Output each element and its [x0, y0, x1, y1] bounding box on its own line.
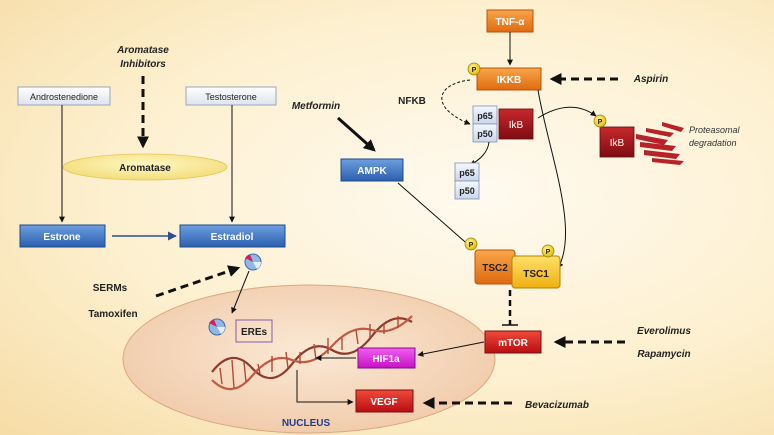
aromatase-label: Aromatase	[119, 163, 171, 174]
tsc2-label: TSC2	[482, 263, 508, 274]
ikb-bound-box	[498, 108, 534, 140]
p65-bound-label: p65	[477, 111, 493, 121]
tsc1-phospho-icon	[541, 244, 555, 258]
p65-free-label: p65	[459, 168, 475, 178]
estradiol-receptor-icon	[244, 253, 262, 271]
eres-box	[235, 319, 273, 343]
aromatase-ellipse	[62, 153, 228, 181]
aspirin-label: Aspirin	[633, 74, 668, 85]
testosterone-box	[185, 86, 277, 106]
dna-to-vegf-arrow	[296, 370, 354, 405]
ikkb-to-nfkb-dashed-arrow	[441, 79, 471, 125]
estradiol-box	[179, 224, 286, 248]
ikkb-label: IKKB	[497, 75, 521, 86]
mtor-to-hif1a-arrow	[417, 341, 485, 357]
complex-release-arrow	[469, 141, 490, 166]
serms-inhibition-arrow	[155, 265, 241, 298]
ikkb-box	[476, 67, 542, 91]
ampk-to-tsc2-arrow	[397, 182, 473, 249]
serms-label: SERMs	[93, 283, 128, 294]
mtor-label: mTOR	[498, 338, 529, 349]
vegf-box	[355, 389, 414, 413]
hif1a-label: HIF1a	[372, 354, 400, 365]
testosterone-label: Testosterone	[205, 92, 257, 102]
vegf-label: VEGF	[370, 397, 397, 408]
proteasomal-fragments-icon	[636, 122, 684, 165]
metformin-label: Metformin	[292, 101, 340, 112]
estradiol-label: Estradiol	[211, 232, 254, 243]
androstenedione-box	[17, 86, 111, 106]
ampk-label: AMPK	[357, 166, 387, 177]
ikb-degraded-box	[599, 126, 635, 158]
aromatase-inhibitors-label-line2: Inhibitors	[120, 59, 166, 70]
nfkb-label: NFKB	[398, 96, 426, 107]
estrogen-receptor-icon	[208, 318, 226, 336]
ikkb-phospho-icon	[467, 62, 481, 76]
aromatase-inhibitors-label-line1: Aromatase	[116, 45, 169, 56]
ikkb-phospho-label: P	[472, 67, 477, 74]
nucleus-label: NUCLEUS	[282, 418, 331, 429]
ikb-degraded-label: IkB	[610, 138, 625, 149]
ikb-phospho-label: P	[598, 119, 603, 126]
tsc1-label: TSC1	[523, 269, 549, 280]
ikb-phospho-icon	[593, 114, 607, 128]
ikkb-to-tsc1-arrow	[537, 89, 566, 269]
nucleus-ellipse	[122, 284, 496, 434]
bevacizumab-label: Bevacizumab	[525, 400, 589, 411]
hif1a-box	[357, 347, 416, 369]
proteasomal-label-line2: degradation	[689, 138, 737, 148]
tsc2-phospho-label: P	[469, 242, 474, 249]
mtor-box	[484, 330, 542, 354]
p50-free-label: p50	[459, 186, 475, 196]
metformin-arrow	[337, 116, 376, 152]
rapamycin-label: Rapamycin	[637, 349, 690, 360]
ikb-to-degradation-arrow	[537, 106, 597, 119]
dna-helix-icon	[211, 315, 413, 391]
ampk-box	[340, 158, 404, 182]
ikb-bound-label: IkB	[509, 120, 524, 131]
p50-bound-label: p50	[477, 129, 493, 139]
estrone-box	[19, 224, 106, 248]
tsc1-box	[511, 255, 561, 289]
p50-bound-box	[472, 123, 498, 143]
estrone-label: Estrone	[43, 232, 81, 243]
everolimus-label: Everolimus	[637, 326, 691, 337]
tamoxifen-label: Tamoxifen	[88, 309, 137, 320]
tsc1-phospho-label: P	[546, 249, 551, 256]
p50-free-box	[454, 180, 480, 200]
tnf-alpha-label: TNF-α	[496, 17, 526, 28]
proteasomal-label-line1: Proteasomal	[689, 125, 741, 135]
tsc2-phospho-icon	[464, 237, 478, 251]
eres-label: EREs	[241, 327, 268, 338]
androstenedione-label: Androstenedione	[30, 92, 98, 102]
estradiol-to-eres-arrow	[231, 270, 250, 314]
